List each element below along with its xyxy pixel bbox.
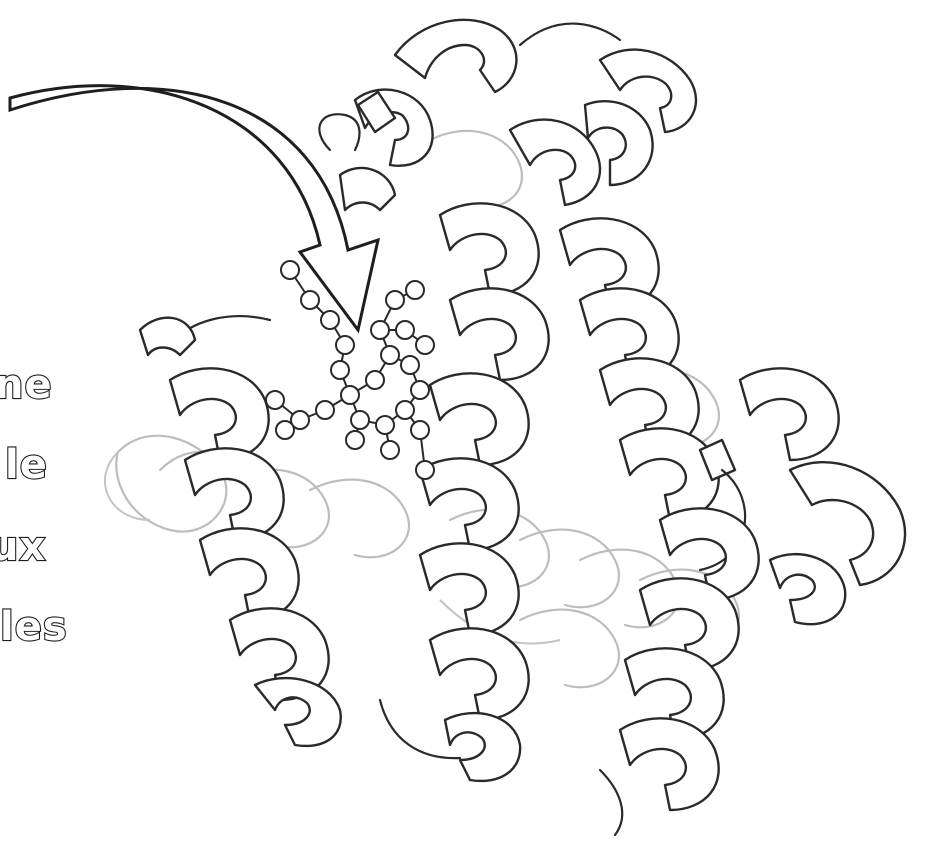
central-helix (420, 203, 549, 781)
label-line-2: le (5, 442, 48, 488)
left-helix (140, 318, 341, 746)
label-line-4: les (0, 604, 68, 650)
label-line-1: ne (0, 362, 53, 408)
curved-arrow-icon (10, 86, 378, 330)
label-line-3: ux (0, 524, 46, 570)
side-label: ne le ux les (0, 362, 68, 650)
top-helix (340, 20, 696, 210)
